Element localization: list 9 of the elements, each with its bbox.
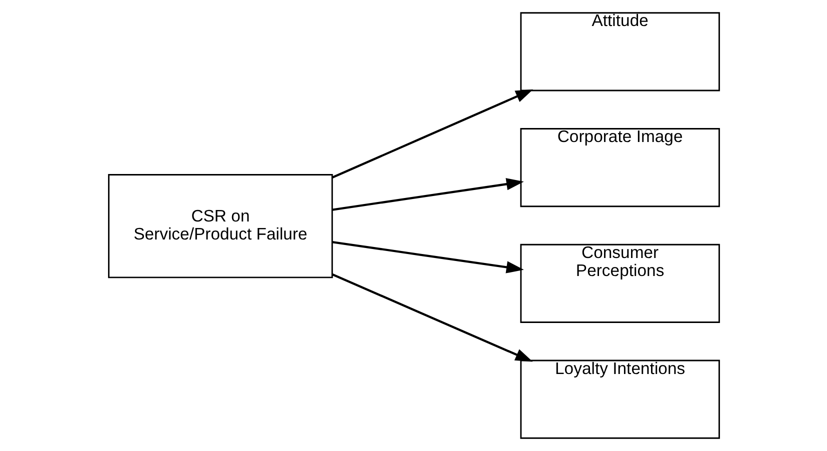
node-box: Loyalty Intentions — [520, 360, 720, 439]
arrow — [331, 273, 532, 362]
node-box: Corporate Image — [520, 128, 720, 208]
arrow — [332, 241, 524, 274]
node-box: CSR on Service/Product Failure — [108, 174, 332, 278]
node-box: Attitude — [520, 12, 720, 92]
arrow — [331, 89, 533, 178]
arrow — [332, 178, 524, 211]
node-box: Consumer Perceptions — [520, 244, 720, 323]
